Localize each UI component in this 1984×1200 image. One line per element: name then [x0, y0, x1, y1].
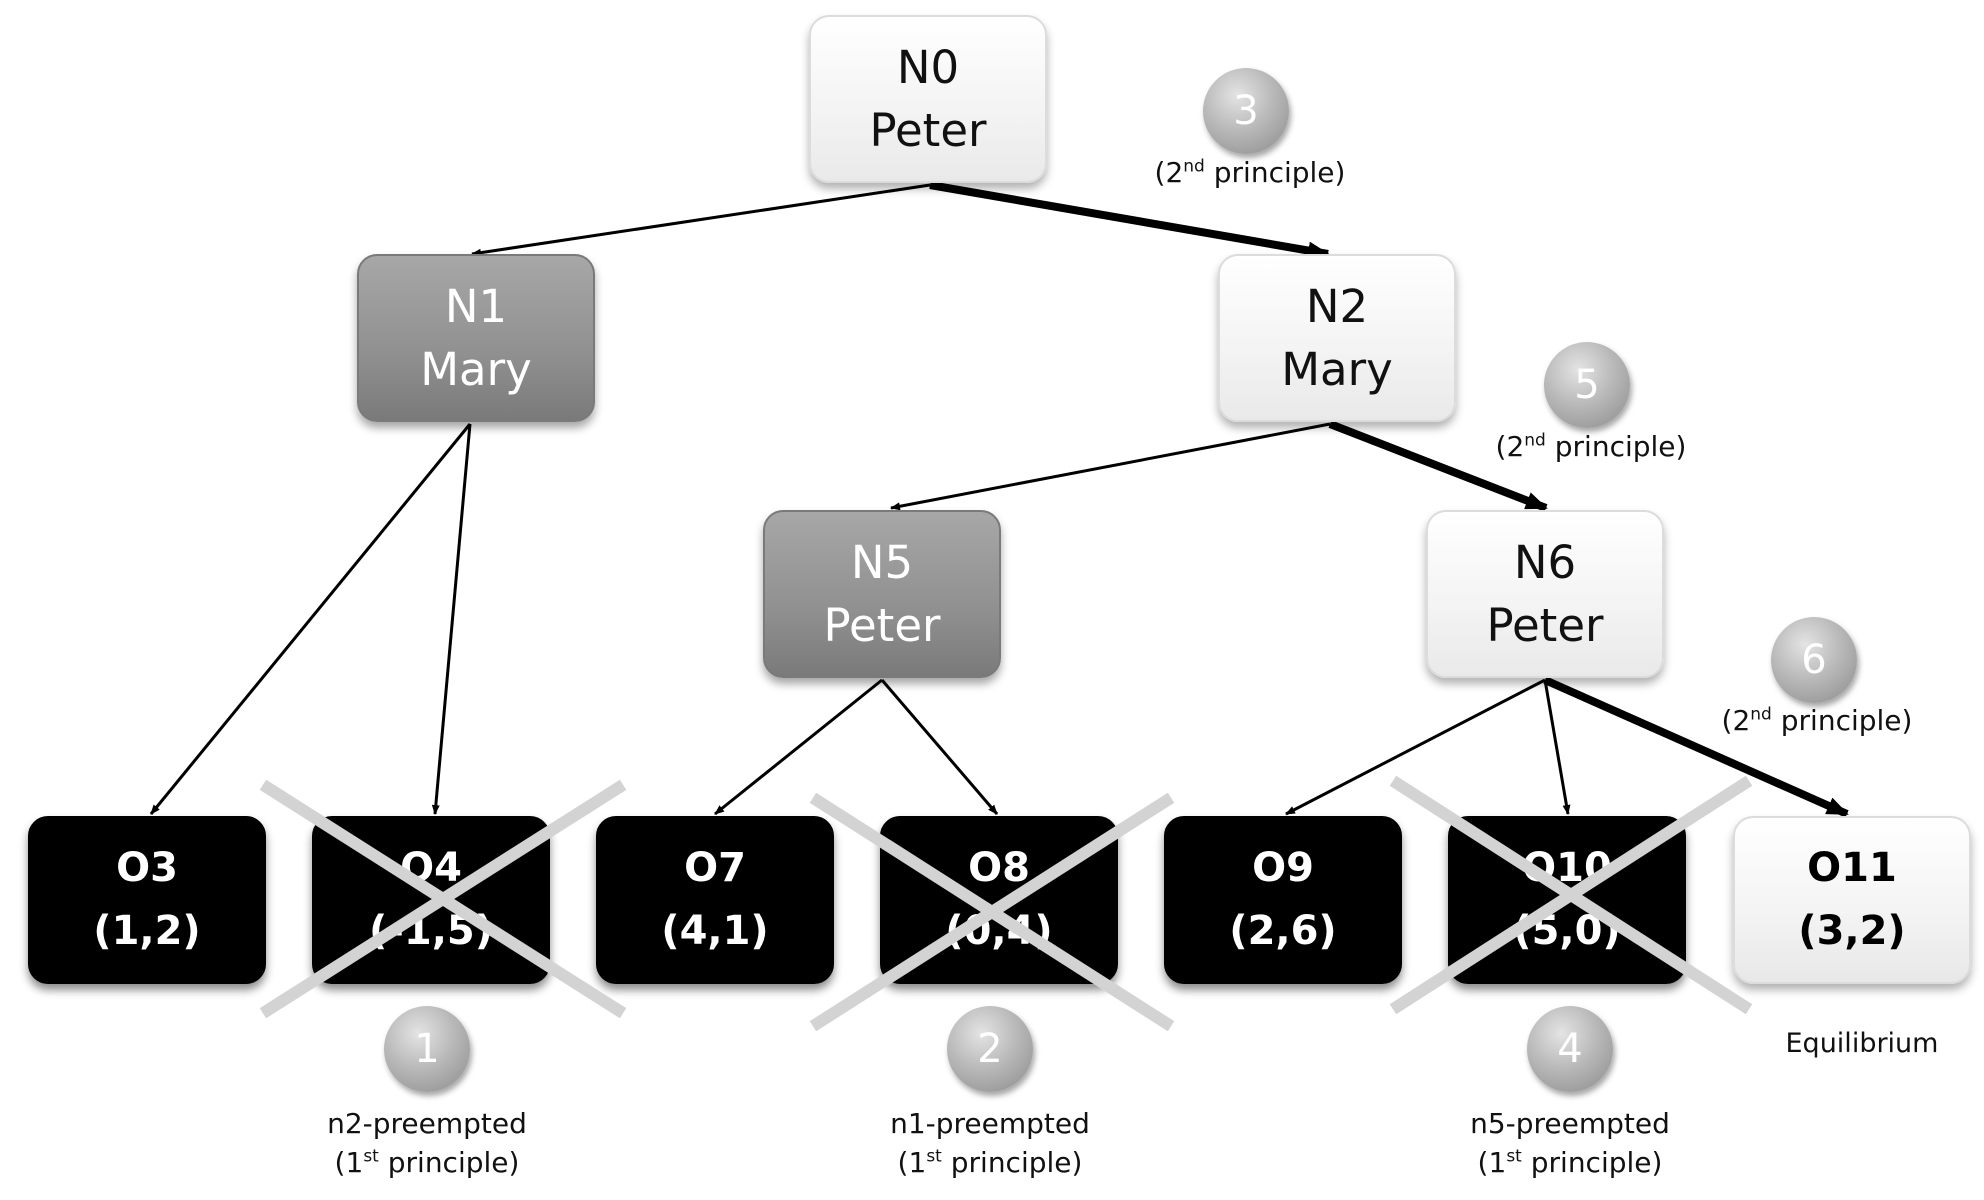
outcome-o8: O8 (0,4)	[880, 816, 1118, 984]
step-note-6-principle: (2nd principle)	[1721, 704, 1913, 737]
outcome-o10: O10 (5,0)	[1448, 816, 1686, 984]
outcome-o11-payoff: (3,2)	[1798, 908, 1906, 954]
step-note-4-label: n5-preempted	[1470, 1107, 1670, 1140]
edge-n2-n5	[890, 422, 1331, 511]
outcome-o7: O7 (4,1)	[596, 816, 834, 984]
node-n2-id: N2	[1305, 280, 1369, 333]
outcome-o11-id: O11	[1807, 845, 1897, 891]
node-n5: N5 Peter	[763, 510, 1001, 678]
outcome-o4-id: O4	[400, 845, 462, 891]
step-note-2: n1-preempted (1st principle)	[850, 1104, 1130, 1182]
edge-n2-n6-equilibrium	[1328, 420, 1548, 512]
step-note-4-principle: (1st principle)	[1477, 1146, 1663, 1179]
step-note-6: (2nd principle)	[1677, 701, 1957, 740]
node-n6-player: Peter	[1486, 599, 1604, 652]
step-badge-1: 1	[384, 1006, 470, 1092]
outcome-o10-id: O10	[1522, 845, 1612, 891]
node-n0-id: N0	[896, 41, 960, 94]
node-n5-player: Peter	[823, 599, 941, 652]
edge-n5-o7	[714, 678, 883, 816]
outcome-o7-id: O7	[684, 845, 746, 891]
step-note-2-principle: (1st principle)	[897, 1146, 1083, 1179]
outcome-o4: O4 (-1,5)	[312, 816, 550, 984]
edge-n1-o4	[431, 423, 472, 815]
outcome-o8-id: O8	[968, 845, 1030, 891]
node-n0-player: Peter	[869, 104, 987, 157]
step-note-3-principle: (2nd principle)	[1154, 156, 1346, 189]
step-badge-2: 2	[947, 1006, 1033, 1092]
edge-n1-o3	[149, 423, 472, 815]
step-note-4: n5-preempted (1st principle)	[1430, 1104, 1710, 1182]
step-note-3: (2nd principle)	[1110, 153, 1390, 192]
step-note-1-principle: (1st principle)	[334, 1146, 520, 1179]
node-n1-id: N1	[444, 280, 508, 333]
equilibrium-label: Equilibrium	[1785, 1028, 1939, 1059]
node-n1-player: Mary	[420, 343, 532, 396]
step-badge-4: 4	[1527, 1006, 1613, 1092]
edge-n6-o10	[1543, 679, 1571, 815]
node-n6: N6 Peter	[1426, 510, 1664, 678]
node-n1: N1 Mary	[357, 254, 595, 422]
outcome-o4-payoff: (-1,5)	[368, 908, 494, 954]
node-n0: N0 Peter	[809, 15, 1047, 183]
step-note-5-principle: (2nd principle)	[1495, 430, 1687, 463]
step-note-2-label: n1-preempted	[890, 1107, 1090, 1140]
outcome-o9: O9 (2,6)	[1164, 816, 1402, 984]
edge-n6-o9	[1285, 678, 1546, 816]
node-n6-id: N6	[1513, 536, 1577, 589]
outcome-o3: O3 (1,2)	[28, 816, 266, 984]
step-badge-3: 3	[1203, 68, 1289, 154]
node-n2: N2 Mary	[1218, 254, 1456, 422]
edge-n0-n2-equilibrium	[929, 181, 1330, 260]
outcome-o10-payoff: (5,0)	[1513, 908, 1621, 954]
step-note-1-label: n2-preempted	[327, 1107, 527, 1140]
outcome-o9-id: O9	[1252, 845, 1314, 891]
outcome-o11: O11 (3,2)	[1733, 816, 1971, 984]
edge-n6-o11-equilibrium	[1543, 676, 1849, 818]
outcome-o8-payoff: (0,4)	[945, 908, 1053, 954]
outcome-o9-payoff: (2,6)	[1229, 908, 1337, 954]
outcome-o7-payoff: (4,1)	[661, 908, 769, 954]
node-n2-player: Mary	[1281, 343, 1393, 396]
step-badge-5: 5	[1544, 342, 1630, 428]
outcome-o3-id: O3	[116, 845, 178, 891]
edge-n5-o8	[880, 679, 999, 815]
step-badge-6: 6	[1771, 617, 1857, 703]
step-note-5: (2nd principle)	[1451, 427, 1731, 466]
node-n5-id: N5	[850, 536, 914, 589]
outcome-o3-payoff: (1,2)	[93, 908, 201, 954]
step-note-1: n2-preempted (1st principle)	[287, 1104, 567, 1182]
edge-n0-n1	[471, 183, 931, 257]
